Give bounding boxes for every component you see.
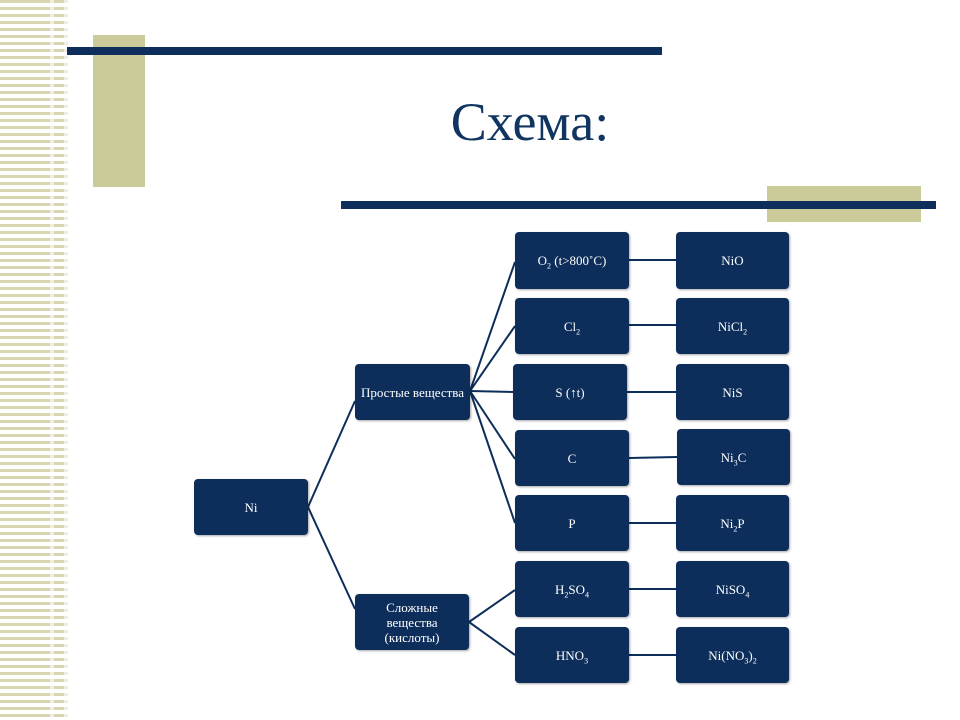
connector-simple-p (469, 390, 516, 524)
node-ni: Ni (194, 479, 308, 535)
connector-ni-simple (307, 400, 356, 508)
connector-complex-h2so4 (468, 589, 516, 623)
node-reagent-o2: O2 (t>800˚C) (515, 232, 629, 289)
node-product-nio: NiO (676, 232, 789, 289)
node-reagent-h2so4: H2SO4 (515, 561, 629, 617)
connector-c-ni3c (628, 456, 678, 459)
node-product-niso4: NiSO4 (676, 561, 789, 617)
node-product-ni3c: Ni3C (677, 429, 790, 485)
node-reagent-s: S (↑t) (513, 364, 627, 420)
connector-simple-s (469, 390, 514, 393)
node-reagent-c: C (515, 430, 629, 486)
node-product-nicl2: NiCl2 (676, 298, 789, 354)
node-product-ni2p: Ni2P (676, 495, 789, 551)
connector-ni-complex (307, 506, 356, 610)
decorative-line-top (67, 47, 662, 55)
decorative-square-top (93, 35, 145, 187)
node-simple-substances: Простые вещества (355, 364, 470, 420)
node-complex-substances: Сложные вещества (кислоты) (355, 594, 469, 650)
node-product-nis: NiS (676, 364, 789, 420)
decorative-stripe-overlay (40, 0, 68, 720)
node-reagent-cl2: Cl2 (515, 298, 629, 354)
slide-title: Схема: (450, 92, 610, 152)
node-product-nino3: Ni(NO3)2 (676, 627, 789, 683)
node-reagent-p: P (515, 495, 629, 551)
connector-simple-o2 (469, 261, 516, 392)
node-reagent-hno3: HNO3 (515, 627, 629, 683)
connector-simple-cl2 (469, 325, 516, 392)
connector-simple-c (469, 390, 516, 460)
connector-complex-hno3 (468, 621, 516, 656)
decorative-line-bottom (341, 201, 936, 209)
